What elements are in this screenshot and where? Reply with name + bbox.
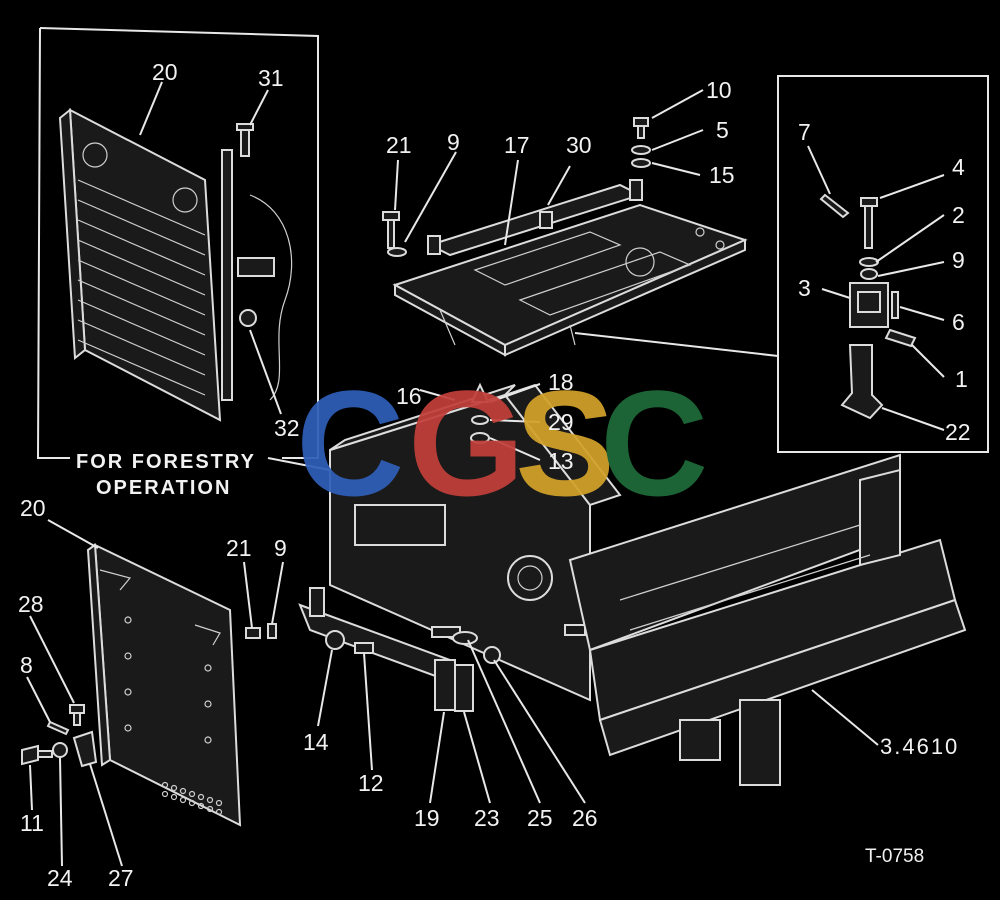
door-vent-hole bbox=[206, 796, 214, 804]
callout-label: 21 bbox=[386, 132, 412, 158]
door-vent-hole bbox=[188, 790, 196, 798]
callout-label: 11 bbox=[20, 810, 44, 836]
callout-label: 23 bbox=[474, 805, 500, 831]
door-hardware bbox=[21, 623, 277, 768]
callout-label: 26 bbox=[572, 805, 598, 831]
center-hardware bbox=[470, 382, 490, 444]
callout-label: 2 bbox=[952, 202, 965, 228]
door-vent-hole bbox=[161, 790, 169, 798]
door-vent-hole bbox=[215, 799, 223, 807]
hinge-parts bbox=[819, 193, 917, 420]
grille-slat bbox=[77, 219, 206, 276]
door-vent-hole bbox=[188, 799, 196, 807]
door-hole bbox=[124, 652, 132, 660]
callout-label: 19 bbox=[414, 805, 440, 831]
callout-label: 5 bbox=[716, 117, 729, 143]
grille-slat bbox=[77, 339, 206, 396]
callout-label: 32 bbox=[274, 415, 300, 441]
door-vent-hole bbox=[206, 805, 214, 813]
callout-label: 20 bbox=[152, 59, 178, 85]
inset-forestry-box bbox=[36, 27, 319, 459]
callout-label: 21 bbox=[226, 535, 252, 561]
grille-slat bbox=[77, 259, 206, 316]
inset-right-box bbox=[574, 75, 989, 453]
door-hole bbox=[124, 616, 132, 624]
door-vent-hole bbox=[215, 808, 223, 816]
callout-label: 8 bbox=[20, 652, 33, 678]
callout-label: 24 bbox=[47, 865, 73, 891]
callout-label: 9 bbox=[952, 247, 965, 273]
callout-label: 15 bbox=[709, 162, 735, 188]
door-vent-hole bbox=[170, 784, 178, 792]
callout-label: 13 bbox=[548, 448, 574, 474]
door-vent-hole bbox=[170, 793, 178, 801]
callout-label: 31 bbox=[258, 65, 284, 91]
grille-slat bbox=[77, 179, 206, 236]
watermark-letter-4: C bbox=[600, 359, 708, 527]
callout-label: 17 bbox=[504, 132, 530, 158]
callout-label: 9 bbox=[274, 535, 287, 561]
callout-label: 7 bbox=[798, 119, 811, 145]
assembly-reference: 3.4610 bbox=[880, 734, 959, 759]
door-vent-hole bbox=[179, 787, 187, 795]
watermark-letter-1: C bbox=[296, 359, 404, 527]
callout-label: 6 bbox=[952, 309, 965, 335]
door-vent-hole bbox=[179, 796, 187, 804]
watermark-letter-3: S bbox=[515, 359, 615, 527]
leader-lines bbox=[26, 81, 945, 867]
callout-label: 30 bbox=[566, 132, 592, 158]
callout-label: 18 bbox=[548, 369, 574, 395]
caption-line-1: FOR FORESTRY bbox=[76, 451, 256, 473]
top-hardware bbox=[382, 117, 651, 257]
door-hole bbox=[204, 664, 212, 672]
callout-label: 3 bbox=[798, 275, 811, 301]
callout-label: 22 bbox=[945, 419, 971, 445]
callout-label: 27 bbox=[108, 865, 134, 891]
callout-label: 25 bbox=[527, 805, 553, 831]
callout-label: 9 bbox=[447, 129, 460, 155]
cgsc-watermark: C G S C bbox=[296, 359, 708, 527]
door-vent-hole bbox=[197, 802, 205, 810]
grille-slat bbox=[77, 279, 206, 336]
grille-slat bbox=[77, 299, 206, 356]
door-hole bbox=[124, 688, 132, 696]
caption-line-2: OPERATION bbox=[96, 477, 231, 499]
callout-label: 1 bbox=[955, 366, 968, 392]
main-frame bbox=[329, 383, 967, 786]
grille-slat bbox=[77, 199, 206, 256]
callout-label: 10 bbox=[706, 77, 732, 103]
front-door-panel bbox=[86, 543, 242, 827]
grille-slat bbox=[77, 319, 206, 376]
watermark-letter-2: G bbox=[408, 359, 525, 527]
door-vent-hole bbox=[197, 793, 205, 801]
forestry-grille bbox=[58, 108, 293, 422]
callout-label: 29 bbox=[548, 409, 574, 435]
callout-label: 20 bbox=[20, 495, 46, 521]
door-hole bbox=[124, 724, 132, 732]
callout-label: 4 bbox=[952, 154, 965, 180]
callout-labels: 20 31 32 21 9 17 30 10 5 15 7 4 2 9 3 6 … bbox=[18, 59, 971, 891]
figure-id: T-0758 bbox=[865, 846, 924, 867]
callout-label: 14 bbox=[303, 729, 329, 755]
door-hole bbox=[204, 700, 212, 708]
lower-bracket bbox=[298, 587, 501, 712]
door-vent-hole bbox=[161, 781, 169, 789]
door-hole bbox=[204, 736, 212, 744]
callout-label: 16 bbox=[396, 383, 422, 409]
floor-plate bbox=[392, 179, 748, 357]
grille-slat bbox=[77, 239, 206, 296]
callout-label: 12 bbox=[358, 770, 384, 796]
callout-label: 28 bbox=[18, 591, 44, 617]
